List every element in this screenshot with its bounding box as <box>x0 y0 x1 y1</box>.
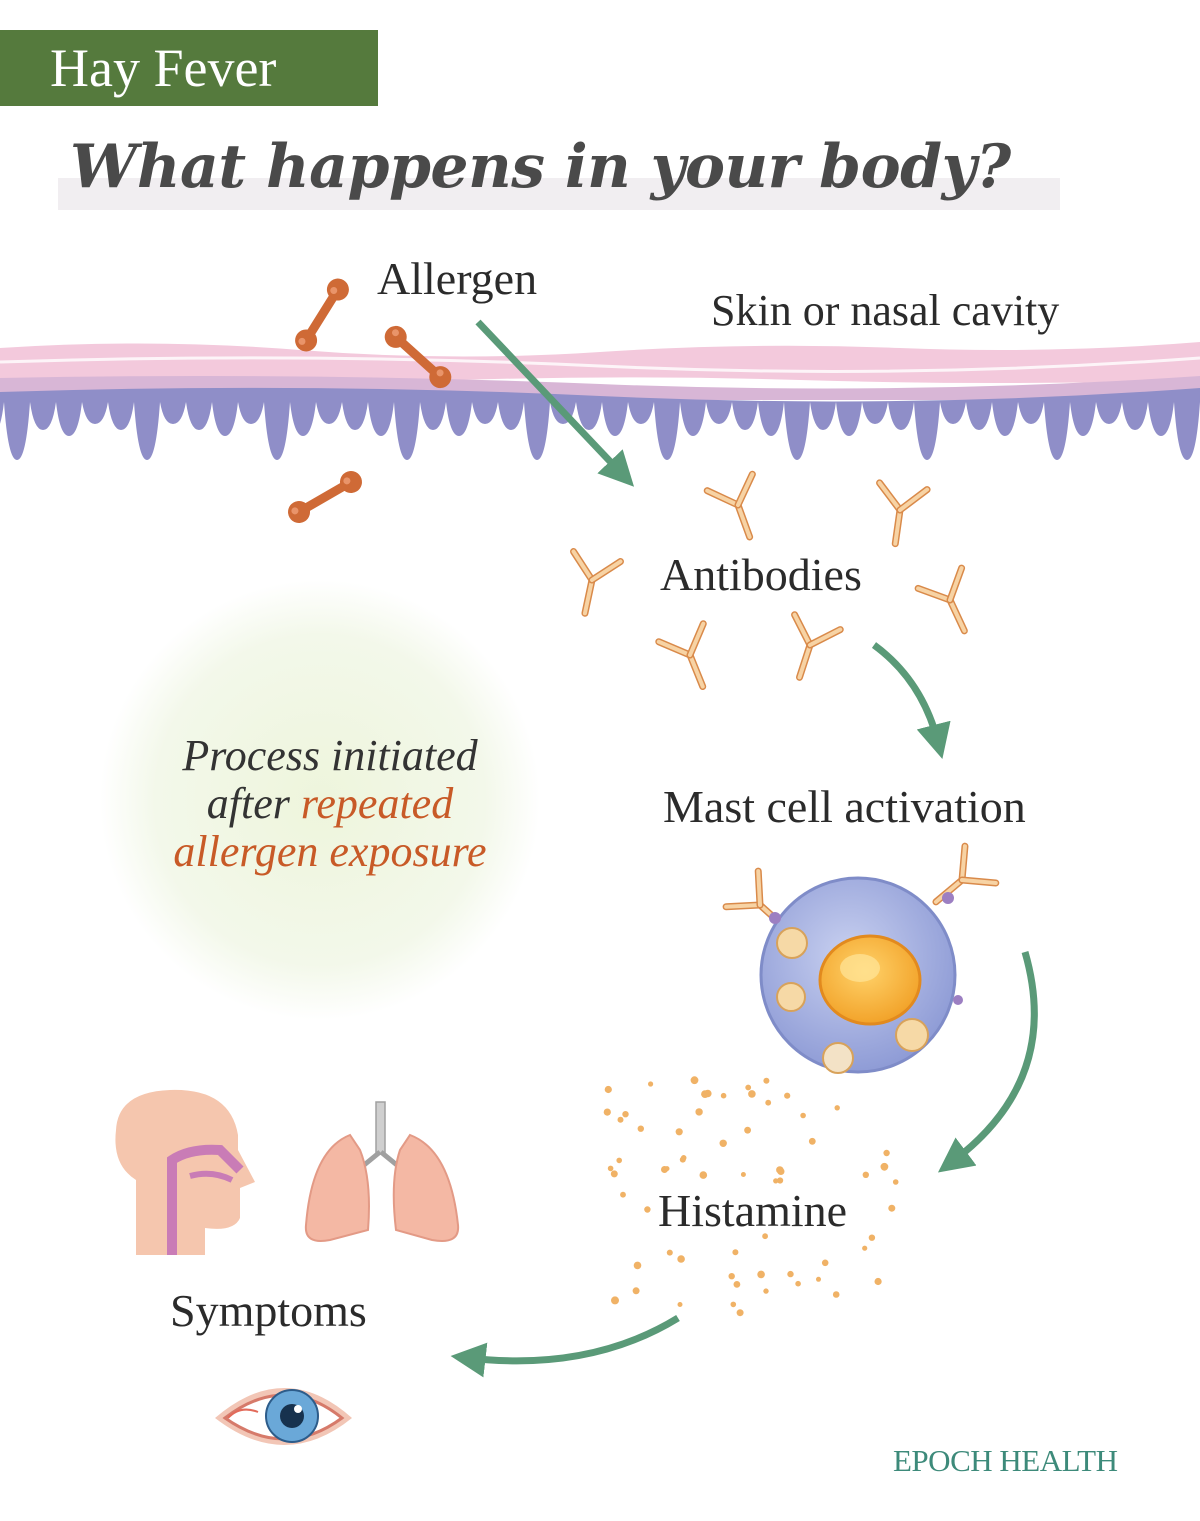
histamine-dot <box>736 1309 744 1317</box>
label-symptoms: Symptoms <box>170 1285 367 1336</box>
histamine-dot <box>704 1089 712 1098</box>
histamine-dot <box>677 1255 685 1263</box>
allergen-icon <box>284 467 366 527</box>
histamine-dot <box>862 1245 868 1251</box>
histamine-dot <box>637 1125 644 1132</box>
flow-arrows <box>450 319 1038 1378</box>
histamine-dot <box>604 1085 612 1094</box>
histamine-dot <box>787 1270 794 1278</box>
histamine-dot <box>664 1166 670 1172</box>
histamine-dot <box>732 1249 739 1256</box>
histamine-dot <box>888 1204 896 1212</box>
arrow-antibodies-to-mast <box>871 642 951 759</box>
histamine-dot <box>745 1084 752 1091</box>
histamine-particles <box>603 1076 899 1317</box>
histamine-dot <box>617 1116 624 1123</box>
histamine-dot <box>808 1137 816 1145</box>
histamine-dot <box>748 1090 756 1098</box>
histamine-dot <box>666 1249 673 1256</box>
note-line-2: after <box>206 779 301 828</box>
mast-cell-icon <box>726 846 996 1074</box>
brand-logo-text: EPOCH HEALTH <box>893 1443 1118 1478</box>
label-skin: Skin or nasal cavity <box>711 286 1060 335</box>
arrow-allergen-to-antibodies <box>475 319 635 487</box>
antibody-icon <box>659 624 725 696</box>
histamine-dot <box>607 1165 614 1172</box>
histamine-dot <box>677 1302 683 1307</box>
note-highlight-2: allergen exposure <box>173 827 487 876</box>
note-line-1: Process initiated <box>182 731 478 780</box>
label-histamine: Histamine <box>658 1185 848 1236</box>
label-mast-cell: Mast cell activation <box>663 781 1026 832</box>
histamine-dot <box>784 1092 791 1099</box>
allergen-icon <box>291 274 353 355</box>
histamine-dot <box>690 1076 699 1085</box>
antibody-icon <box>561 552 620 619</box>
page-title: What happens in your body? <box>70 132 1011 202</box>
title-underline-band <box>58 178 1060 210</box>
skin-layer <box>0 342 1200 460</box>
histamine-dot <box>622 1111 629 1118</box>
antibody-icon <box>872 483 928 547</box>
label-antibodies: Antibodies <box>660 549 862 600</box>
arrow-mast-to-histamine <box>937 951 1038 1173</box>
histamine-dot <box>720 1092 727 1099</box>
histamine-dot <box>765 1099 772 1106</box>
histamine-dot <box>868 1234 876 1241</box>
histamine-dot <box>616 1157 622 1164</box>
histamine-dot <box>733 1281 741 1288</box>
histamine-dot <box>719 1139 727 1148</box>
histamine-dot <box>679 1156 686 1163</box>
lungs-icon <box>304 1101 460 1242</box>
head-icon <box>115 1089 255 1255</box>
histamine-dot <box>632 1287 640 1295</box>
histamine-dot <box>776 1166 784 1174</box>
histamine-dot <box>699 1171 708 1179</box>
histamine-dot <box>763 1288 769 1294</box>
histamine-dot <box>816 1276 821 1282</box>
histamine-dot <box>695 1108 703 1116</box>
histamine-dot <box>728 1273 735 1280</box>
histamine-dot <box>880 1162 889 1171</box>
histamine-dot <box>795 1280 801 1287</box>
antibody-icon <box>918 568 986 641</box>
histamine-dot <box>648 1081 654 1087</box>
histamine-dot <box>620 1191 626 1198</box>
histamine-dot <box>633 1261 642 1270</box>
histamine-dot <box>832 1291 840 1298</box>
histamine-dot <box>757 1270 765 1279</box>
topic-tag: Hay Fever <box>0 30 378 106</box>
histamine-dot <box>762 1233 768 1240</box>
histamine-dot <box>611 1296 619 1305</box>
histamine-dot <box>763 1077 770 1084</box>
eye-icon <box>215 1388 352 1445</box>
histamine-dot <box>644 1206 651 1213</box>
histamine-dot <box>800 1112 806 1119</box>
histamine-dot <box>862 1171 869 1179</box>
label-allergen: Allergen <box>377 253 538 304</box>
histamine-dot <box>730 1301 737 1308</box>
arrow-histamine-to-symptoms <box>450 1315 680 1378</box>
histamine-dot <box>773 1178 779 1184</box>
histamine-dot <box>744 1126 751 1134</box>
antibody-icon <box>707 474 772 545</box>
histamine-dot <box>821 1259 829 1267</box>
histamine-dot <box>874 1277 882 1286</box>
histamine-dot <box>740 1172 746 1177</box>
note-highlight-1: repeated <box>300 779 454 828</box>
histamine-dot <box>892 1179 899 1185</box>
histamine-dot <box>883 1149 890 1157</box>
antibody-icon <box>777 615 841 685</box>
histamine-dot <box>675 1128 683 1136</box>
note-background <box>100 580 540 1020</box>
histamine-dot <box>603 1108 611 1116</box>
histamine-dot <box>777 1177 784 1184</box>
histamine-dot <box>610 1170 618 1178</box>
process-note: Process initiated after repeated allerge… <box>110 732 550 876</box>
histamine-dot <box>834 1105 840 1111</box>
